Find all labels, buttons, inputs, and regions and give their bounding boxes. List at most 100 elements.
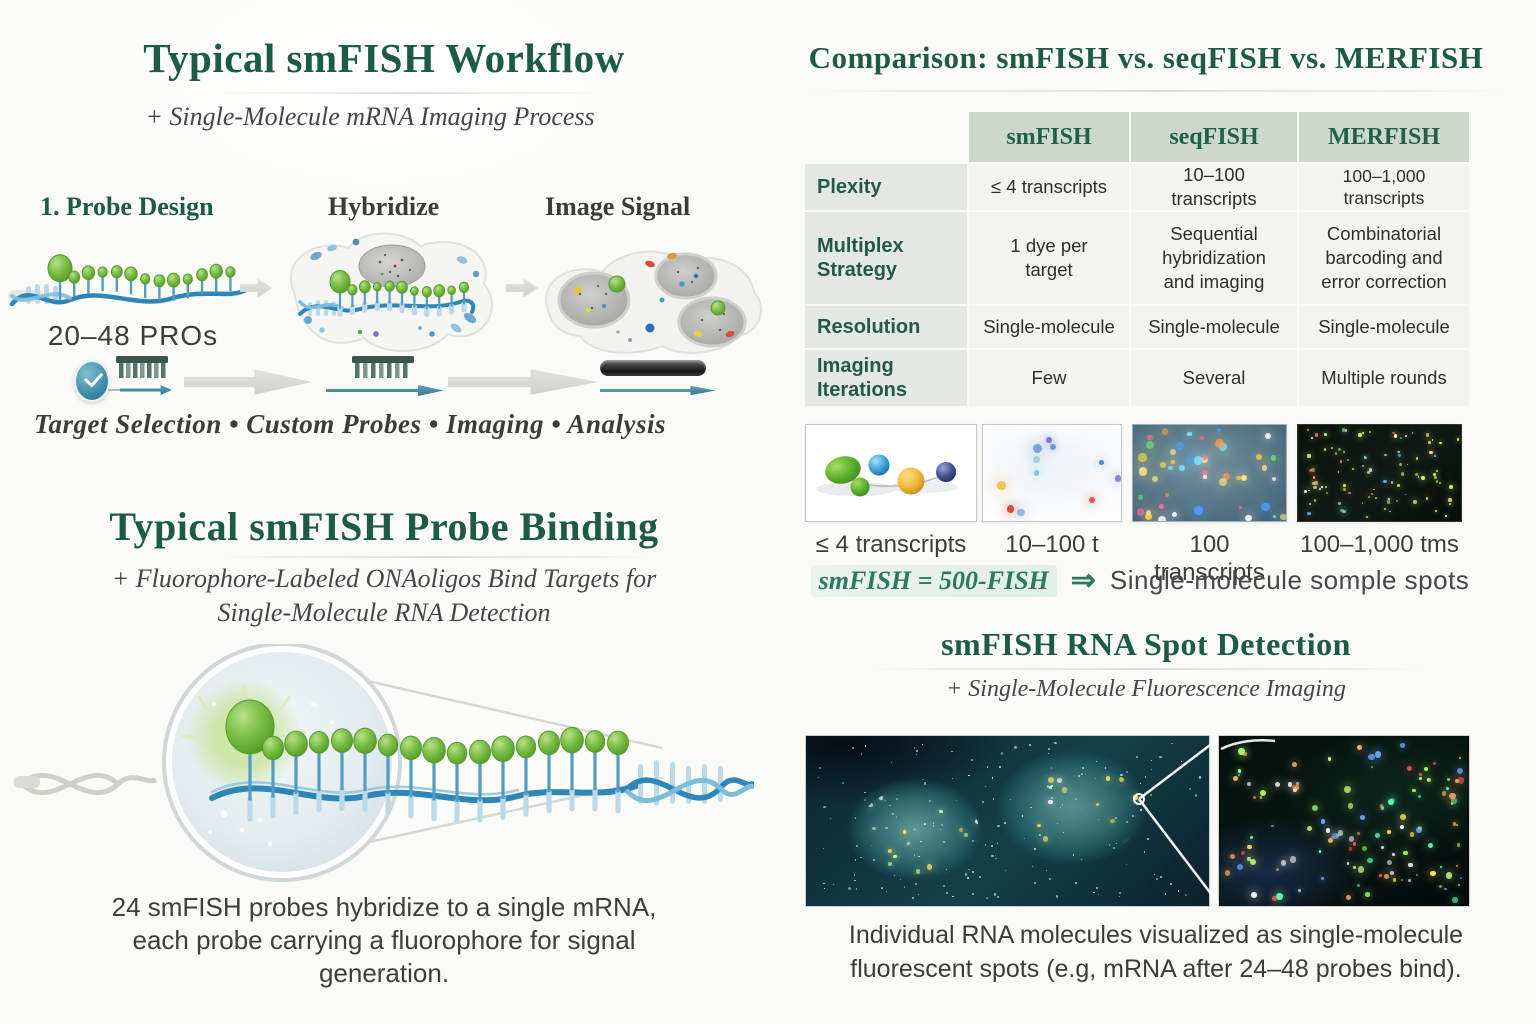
dot [880, 887, 883, 889]
dot [1049, 443, 1056, 450]
fluorophore-head [377, 733, 399, 757]
binding-subtitle-line2: Single-Molecule RNA Detection [217, 598, 551, 627]
base-pair-pillar [424, 305, 430, 317]
dot [1250, 859, 1257, 866]
dot [1125, 863, 1128, 866]
dot [1095, 760, 1098, 763]
dot [1327, 756, 1332, 761]
base-pair-pillar [500, 796, 506, 821]
base-pair-pillar [337, 305, 343, 317]
thumbnail-100-transcripts [1132, 424, 1287, 522]
dot [984, 844, 987, 846]
dot [1236, 863, 1243, 870]
dot [1061, 804, 1064, 806]
fluorophore-head [353, 727, 377, 754]
lens-sparkles [208, 701, 334, 847]
fluorophore-head [331, 728, 353, 753]
fluorescent-signals [573, 252, 735, 342]
dot [1176, 442, 1184, 451]
detection-images [805, 735, 1470, 907]
dot [952, 777, 954, 779]
dot [913, 853, 916, 856]
dot [1417, 794, 1421, 798]
dot [1413, 500, 1417, 504]
dot [1039, 834, 1042, 837]
dot [1444, 515, 1447, 518]
dot [1085, 773, 1087, 775]
detection-subtitle: + Single-Molecule Fluorescence Imaging [946, 676, 1346, 702]
dot [1310, 437, 1313, 440]
dot [1398, 454, 1402, 458]
dot [1373, 488, 1375, 491]
dot [1400, 436, 1403, 439]
base-pair-pillar [339, 787, 345, 812]
dot [1201, 456, 1208, 464]
dot [1028, 744, 1031, 747]
dot [1414, 473, 1418, 477]
dot [932, 822, 935, 824]
dot [1308, 489, 1310, 492]
dot [855, 888, 857, 890]
fluorophore-head [166, 272, 181, 288]
dot [1429, 450, 1433, 454]
fluorophore-head [372, 281, 382, 292]
formula-line: smFISH = 500-FISH ⇒ Single-molecule somp… [800, 563, 1480, 598]
probe-binding-illustration [14, 644, 754, 882]
right-helix [624, 760, 754, 806]
dot [1171, 460, 1175, 464]
dot [822, 847, 825, 850]
dot [1187, 431, 1192, 437]
cell-multiplex-merfish: Combinatorial barcoding and error correc… [1299, 212, 1469, 304]
dot [996, 895, 999, 898]
dot [1264, 432, 1272, 440]
dot [1313, 485, 1317, 489]
dot [1366, 516, 1368, 518]
dot [1395, 499, 1398, 502]
dot [1456, 864, 1459, 867]
dot [920, 841, 922, 843]
dot [888, 862, 893, 867]
fluorophore-head [262, 735, 284, 761]
dot [1386, 829, 1391, 834]
dot [1287, 782, 1293, 787]
dot [853, 879, 856, 882]
dot [1078, 774, 1081, 777]
dot [1454, 778, 1459, 783]
dot [1054, 741, 1057, 745]
dot [991, 777, 993, 779]
dot [1272, 476, 1277, 481]
dot [1072, 854, 1074, 856]
dot [1458, 884, 1461, 887]
cell-nucleus [358, 244, 426, 288]
dot [1357, 744, 1363, 750]
dot [946, 869, 948, 871]
binding-title-divider [215, 556, 655, 558]
base-pair-pillar [385, 790, 391, 815]
dot [1416, 874, 1418, 877]
probe-lollipops [225, 699, 629, 823]
dot [941, 823, 943, 826]
dot [1421, 475, 1425, 480]
fluorophore-head [584, 730, 606, 753]
dot [1345, 894, 1351, 901]
fluorophore-head [469, 739, 491, 765]
dot [1202, 475, 1207, 480]
dot [1276, 893, 1283, 900]
dot [1158, 503, 1164, 509]
dot [1236, 475, 1241, 480]
dot [863, 799, 866, 802]
thumbnail-merfish-dots [1297, 424, 1462, 522]
dot [823, 882, 825, 885]
dot [1021, 815, 1023, 817]
dot [1051, 785, 1053, 788]
table-corner-cell [805, 112, 967, 162]
dot [1074, 797, 1077, 800]
dot [968, 868, 971, 871]
detection-caption-line1: Individual RNA molecules visualized as s… [848, 921, 1464, 949]
fluorophore-head [607, 730, 629, 756]
dot [1404, 434, 1407, 437]
dot [1199, 435, 1204, 440]
dot [864, 791, 867, 794]
dot [1406, 463, 1409, 466]
step-label-probe-design: 1. Probe Design [40, 192, 214, 221]
